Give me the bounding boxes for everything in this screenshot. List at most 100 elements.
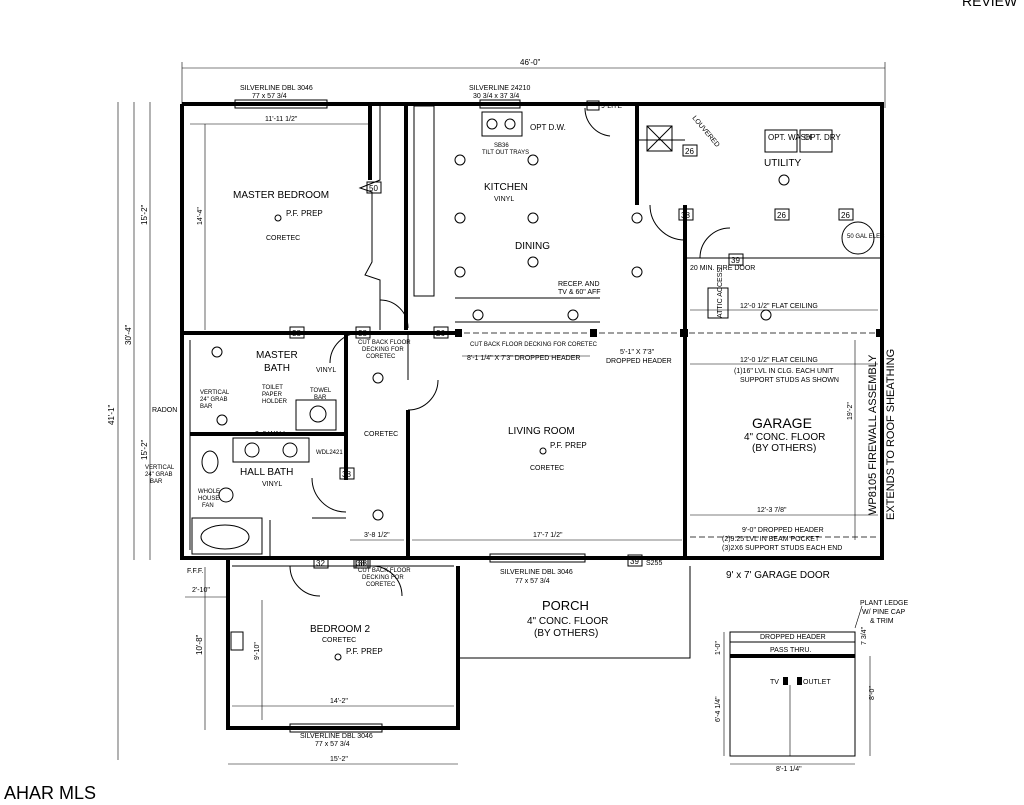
hall-bath-name: HALL BATH <box>240 467 293 478</box>
plant-ledge-a: PLANT LEDGE <box>860 600 908 607</box>
living-room-name: LIVING ROOM <box>508 426 575 437</box>
vert-grab-c: BAR <box>200 404 213 410</box>
plant-ledge-c: & TRIM <box>870 618 894 625</box>
detail-7-3-4: 7 3/4" <box>861 626 868 645</box>
master-bedroom-floor: CORETEC <box>266 235 300 242</box>
door-swings <box>289 107 731 597</box>
cutback-1c: CORETEC <box>366 354 396 360</box>
cutback-1b: DECKING FOR <box>362 347 404 353</box>
dim-2-10: 2'-10" <box>192 587 210 594</box>
detail-8-1: 8'-1 1/4" <box>776 766 802 773</box>
drop9-a: 9'-0" DROPPED HEADER <box>742 527 824 534</box>
master-bath-name-1: MASTER <box>256 350 298 361</box>
drop9-c: (3)2X6 SUPPORT STUDS EACH END <box>722 545 842 552</box>
fff-label: F.F.F. <box>187 568 203 575</box>
window-top-mid-name: SILVERLINE 24210 <box>469 85 530 92</box>
porch-floor: 4" CONC. FLOOR <box>527 616 608 627</box>
door-tag: 39 <box>731 256 740 265</box>
garage-flat-2: 12'-0 1/2" FLAT CEILING <box>740 357 818 364</box>
tp-c: HOLDER <box>262 399 288 405</box>
dining-name: DINING <box>515 241 550 252</box>
door-tag: 38 <box>681 211 690 220</box>
mls-watermark: AHAR MLS <box>4 783 96 803</box>
door-tag: 38 <box>342 470 351 479</box>
bed2-depth-dim: 9'-10" <box>254 642 261 660</box>
tv-label: TV <box>770 679 779 686</box>
lvl-note-2: SUPPORT STUDS AS SHOWN <box>740 377 839 384</box>
door-tags: 50 26 38 26 26 38 39 38 38 26 38 32 38 3… <box>289 144 854 569</box>
master-bath-floor: VINYL <box>316 367 336 374</box>
vert-grab2-b: 24" GRAB <box>145 472 172 478</box>
left-dim-bottom: 15'-2" <box>140 439 149 460</box>
cutback-1a: CUT BACK FLOOR <box>358 340 411 346</box>
plant-ledge-b: W/ PINE CAP <box>862 609 906 616</box>
towel-a: TOWEL <box>310 388 332 394</box>
bathrooms: RADON MASTER BATH VINYL VERTICAL 24" GRA… <box>145 346 343 555</box>
header-2-label: DROPPED HEADER <box>606 358 672 365</box>
opt-dw-label: OPT D.W. <box>530 123 566 132</box>
interior-walls <box>182 105 880 558</box>
wall-2x6-label: 2x6 WALL <box>255 431 287 438</box>
window-front-size: 77 x 57 3/4 <box>515 578 550 585</box>
firewall-label: WP8105 FIREWALL ASSEMBLY <box>867 354 879 515</box>
extends-label: EXTENDS TO ROOF SHEATHING <box>885 349 897 520</box>
left-dim-top: 15'-2" <box>140 204 149 225</box>
window-front-name: SILVERLINE DBL 3046 <box>500 569 573 576</box>
bedroom-2: CUT BACK FLOOR DECKING FOR CORETEC BEDRO… <box>228 568 458 765</box>
pass-thru-detail: DROPPED HEADER PASS THRU. PLANT LEDGE W/… <box>715 600 908 773</box>
recep-label-2: TV & 60" AFF <box>558 289 601 296</box>
overall-depth-label: 41'-1" <box>107 404 116 425</box>
hall-width-dim: 3'-8 1/2" <box>364 532 390 539</box>
door-tag: 38 <box>356 559 365 568</box>
cutback-3c: CORETEC <box>366 582 396 588</box>
master-bath-name-2: BATH <box>264 363 290 374</box>
detail-8-0: 8'-0" <box>869 686 876 700</box>
wdl-label: WDL2421 <box>316 450 343 456</box>
window-top-mid-size: 30 3/4 x 37 3/4 <box>473 93 519 100</box>
vert-grab-b: 24" GRAB <box>200 397 227 403</box>
cutback-2: CUT BACK FLOOR DECKING FOR CORETEC <box>470 342 598 348</box>
garage-depth-dim: 19'-2" <box>847 402 854 420</box>
corner-label: REVIEW <box>962 0 1018 9</box>
depth-30-label: 30'-4" <box>124 324 133 345</box>
door-tag: 39 <box>630 557 639 566</box>
tank-label: 50 GAL ELEC <box>847 234 885 240</box>
outlet-label: OUTLET <box>803 679 831 686</box>
window-top-left-size: 77 x 57 3/4 <box>252 93 287 100</box>
whf-b: HOUSE <box>198 496 219 502</box>
overall-dimensions: 46'-0" 41'-1" 30'-4" 15'-2" 15'-2" 10'-8… <box>107 58 886 760</box>
cutback-3a: CUT BACK FLOOR <box>358 568 411 574</box>
tp-a: TOILET <box>262 385 283 391</box>
window-bed2-name: SILVERLINE DBL 3046 <box>300 733 373 740</box>
vert-grab-a: VERTICAL <box>200 390 230 396</box>
recep-label: RECEP. AND <box>558 281 600 288</box>
door-tag: 26 <box>436 329 445 338</box>
lite-label: 9-LITE <box>601 103 622 110</box>
master-width-dim: 11'-11 1/2" <box>265 116 298 123</box>
kitchen-dining: OPT D.W. SB36 TILT OUT TRAYS KITCHEN VIN… <box>481 100 622 296</box>
towel-b: BAR <box>314 395 327 401</box>
beam-headers: 8'-1 1/4" X 7'3" DROPPED HEADER 5'-1" X … <box>455 329 884 365</box>
porch-by-others: (BY OTHERS) <box>534 628 598 639</box>
pass-dropped-label: DROPPED HEADER <box>760 634 826 641</box>
master-bedroom: 11'-11 1/2" 14'-4" MASTER BEDROOM P.F. P… <box>190 116 368 330</box>
garage-door-label: 9' x 7' GARAGE DOOR <box>726 570 830 581</box>
utility-room: OPT. WASH OPT. DRY LOUVERED UTILITY 50 G… <box>646 115 885 272</box>
living-room-fixture: P.F. PREP <box>550 441 587 450</box>
cutback-3b: DECKING FOR <box>362 575 404 581</box>
garage: ATTIC ACCESS 12'-0 1/2" FLAT CEILING 12'… <box>690 268 897 581</box>
tilt-out-label: TILT OUT TRAYS <box>482 150 529 156</box>
lvl-note-1: (1)16" LVL IN CLG. EACH UNIT <box>734 368 834 375</box>
door-tag: 32 <box>316 559 325 568</box>
master-bedroom-name: MASTER BEDROOM <box>233 190 329 201</box>
window-top-left-name: SILVERLINE DBL 3046 <box>240 85 313 92</box>
kitchen-floor: VINYL <box>494 196 514 203</box>
bottom-width-dim: 15'-2" <box>330 756 348 763</box>
lite-door-tag <box>586 100 600 111</box>
porch-name: PORCH <box>542 598 589 613</box>
detail-6-4: 6'-4 1/4" <box>715 696 722 722</box>
living-room-floor: CORETEC <box>530 465 564 472</box>
header-1-label: 8'-1 1/4" X 7'3" DROPPED HEADER <box>467 355 580 362</box>
s255-label: S255 <box>646 560 662 567</box>
